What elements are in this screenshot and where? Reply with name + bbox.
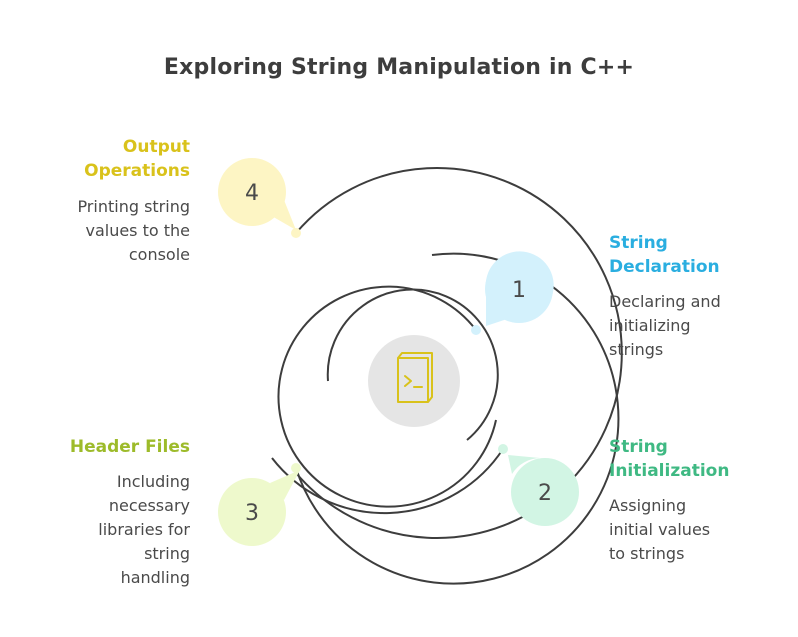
spiral-ring-4	[295, 167, 623, 539]
step-2-description-line: Assigning	[609, 496, 687, 515]
step-1-description-line: initializing	[609, 316, 691, 335]
step-3-heading-line: Header Files	[69, 437, 190, 457]
center-circle	[368, 335, 460, 427]
step-3-description-line: necessary	[108, 496, 190, 515]
step-2-description-line: to strings	[609, 544, 685, 563]
step-3-number: 3	[245, 501, 259, 526]
step-4-description-line: console	[128, 245, 190, 264]
step-4-heading-line: Operations	[84, 161, 190, 181]
step-4-number: 4	[245, 181, 259, 206]
step-4-marker: 4	[218, 158, 301, 238]
step-2-marker: 2	[498, 444, 579, 526]
step-4-description: Printing string values to the console	[77, 195, 190, 267]
terminal-book-icon	[397, 352, 433, 403]
step-3-marker: 3	[218, 463, 301, 546]
diagram-title: Exploring String Manipulation in C++	[163, 55, 635, 80]
step-1-description-line: strings	[609, 340, 664, 359]
step-3-description-line: libraries for	[98, 520, 190, 539]
step-1-heading: String Declaration	[609, 231, 720, 279]
step-3-description: Including necessary libraries for string…	[98, 470, 190, 590]
step-1-description: Declaring and initializing strings	[609, 290, 721, 362]
step-3-description-line: Including	[116, 472, 190, 491]
spiral-ring-1	[277, 285, 497, 508]
step-2-number: 2	[538, 481, 552, 506]
step-3-description-line: handling	[120, 568, 190, 587]
step-4-description-line: Printing string	[77, 197, 190, 216]
step-1-description-line: Declaring and	[609, 292, 721, 311]
step-2-heading-line: String	[609, 437, 668, 457]
step-3-heading: Header Files	[70, 435, 190, 459]
step-1-marker: 1	[471, 251, 554, 335]
step-3-description-line: string	[144, 544, 190, 563]
spiral-ring-inner	[326, 288, 499, 441]
spiral-ring-2	[271, 448, 504, 515]
step-2-description-line: initial values	[609, 520, 711, 539]
step-2-heading-line: Initialization	[609, 461, 730, 481]
step-4-description-line: values to the	[85, 221, 190, 240]
step-4-heading: Output Operations	[84, 135, 190, 183]
step-2-heading: String Initialization	[609, 435, 729, 483]
step-1-heading-line: Declaration	[609, 257, 720, 277]
step-1-number: 1	[512, 278, 526, 303]
step-4-heading-line: Output	[122, 137, 190, 157]
step-2-description: Assigning initial values to strings	[609, 494, 710, 566]
step-1-heading-line: String	[609, 233, 668, 253]
